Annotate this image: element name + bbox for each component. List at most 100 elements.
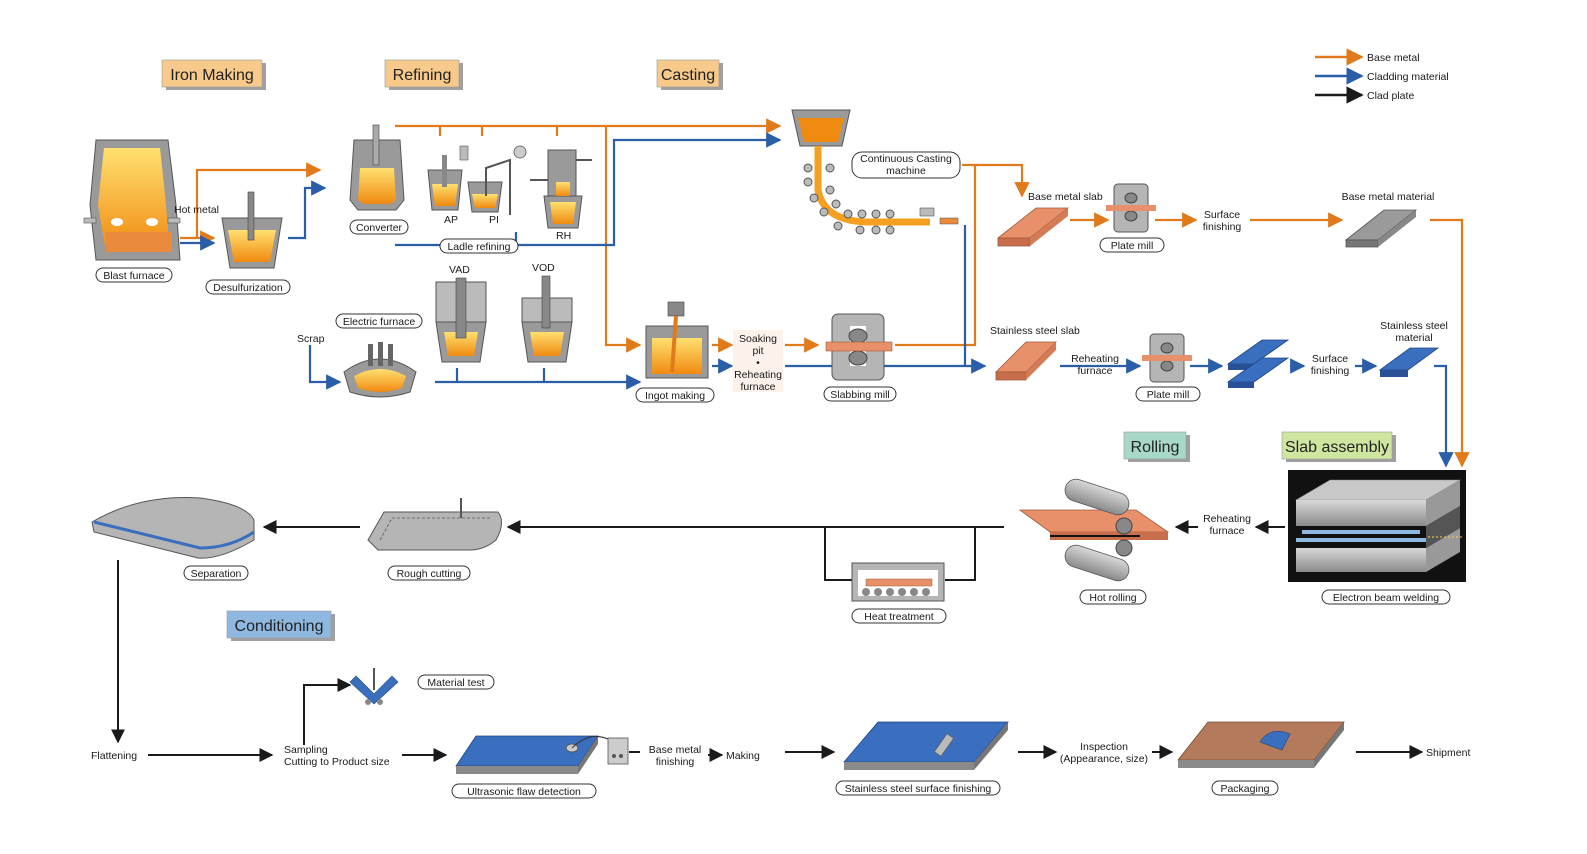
legend-clad-plate: Clad plate: [1367, 90, 1414, 102]
stainless-surface-finishing-icon: [843, 721, 1009, 770]
svg-text:machine: machine: [886, 165, 926, 177]
hot-rolling-label: Hot rolling: [1079, 589, 1147, 605]
svg-text:finishing: finishing: [1311, 365, 1350, 377]
svg-text:material: material: [1395, 332, 1432, 344]
stainless-material-label: Stainless steel material: [1380, 320, 1448, 344]
svg-text:Blast furnace: Blast furnace: [103, 270, 164, 282]
svg-text:Rough cutting: Rough cutting: [397, 568, 462, 580]
svg-text:Cutting to Product size: Cutting to Product size: [284, 756, 390, 768]
section-slab-assembly: Slab assembly: [1281, 431, 1396, 462]
svg-text:finishing: finishing: [1203, 221, 1242, 233]
svg-text:Surface: Surface: [1204, 209, 1240, 221]
svg-text:Reheating: Reheating: [734, 369, 782, 381]
svg-text:furnace: furnace: [1077, 365, 1112, 377]
rough-cutting-label: Rough cutting: [387, 565, 471, 581]
pi-label: PI: [489, 214, 499, 226]
continuous-casting-label: Continuous Casting machine: [851, 151, 961, 179]
converter-label: Converter: [349, 219, 409, 235]
shipment-label: Shipment: [1426, 747, 1470, 759]
svg-text:Continuous Casting: Continuous Casting: [860, 153, 952, 165]
svg-text:Stainless steel: Stainless steel: [1380, 320, 1448, 332]
stainless-material-icon: [1378, 347, 1440, 377]
section-iron-making: Iron Making: [161, 59, 266, 90]
svg-text:Casting: Casting: [661, 67, 715, 84]
plate-mill-top-icon: [1106, 183, 1156, 233]
reheating-furnace-row2-label: Reheating furnace: [1203, 513, 1251, 537]
section-refining: Refining: [384, 59, 463, 90]
stainless-plates-icon: [1226, 339, 1290, 388]
soaking-pit-label: Soaking pit • Reheating furnace: [733, 330, 783, 393]
svg-text:Slabbing mill: Slabbing mill: [830, 389, 890, 401]
svg-text:furnace: furnace: [740, 381, 775, 393]
converter-icon: [349, 124, 405, 211]
svg-text:Soaking: Soaking: [739, 333, 777, 345]
stainless-surface-finishing-label: Stainless steel surface finishing: [835, 780, 1001, 796]
electric-furnace-icon: [343, 342, 417, 398]
svg-text:Ladle refining: Ladle refining: [447, 241, 510, 253]
separation-icon: [91, 497, 255, 559]
ladle-refining-label: Ladle refining: [439, 238, 519, 254]
rough-cutting-icon: [367, 498, 502, 551]
section-casting: Casting: [656, 59, 723, 90]
ap-label: AP: [444, 214, 458, 226]
svg-text:Material test: Material test: [427, 677, 484, 689]
separation-label: Separation: [183, 565, 249, 581]
svg-text:Base metal: Base metal: [649, 744, 702, 756]
making-label: Making: [726, 750, 760, 762]
base-metal-flow: [180, 118, 1470, 468]
svg-text:Iron Making: Iron Making: [170, 67, 254, 84]
svg-text:Plate mill: Plate mill: [1147, 389, 1190, 401]
vad-label: VAD: [449, 264, 470, 276]
svg-text:Reheating: Reheating: [1071, 353, 1119, 365]
base-metal-slab-icon: [996, 207, 1070, 247]
base-metal-finishing-label: Base metal finishing: [649, 744, 702, 768]
inspection-label: Inspection (Appearance, size): [1060, 741, 1148, 765]
surface-finishing-bottom-label: Surface finishing: [1311, 353, 1350, 377]
ultrasonic-icon: [455, 735, 629, 774]
base-metal-material-icon: [1344, 209, 1418, 248]
heat-treatment-label: Heat treatment: [851, 608, 947, 624]
svg-text:pit: pit: [752, 345, 763, 357]
plate-mill-top-label: Plate mill: [1099, 237, 1165, 253]
vod-vessel-icon: [521, 275, 573, 363]
svg-text:Refining: Refining: [393, 67, 452, 84]
svg-text:Stainless steel surface finish: Stainless steel surface finishing: [845, 783, 992, 795]
base-metal-slab-label: Base metal slab: [1028, 191, 1103, 203]
svg-text:Converter: Converter: [356, 222, 403, 234]
svg-text:Plate mill: Plate mill: [1111, 240, 1154, 252]
svg-text:Surface: Surface: [1312, 353, 1348, 365]
base-metal-material-label: Base metal material: [1342, 191, 1435, 203]
svg-text:Ultrasonic flaw detection: Ultrasonic flaw detection: [467, 786, 581, 798]
desulfurization-icon: [221, 191, 283, 269]
legend-cladding-material: Cladding material: [1367, 71, 1449, 83]
svg-text:finishing: finishing: [656, 756, 695, 768]
ingot-making-icon: [645, 301, 709, 379]
ap-ladle-icon: [427, 145, 469, 211]
electron-beam-welding-label: Electron beam welding: [1321, 589, 1451, 605]
section-conditioning: Conditioning: [226, 610, 335, 641]
hot-rolling-icon: [1018, 478, 1170, 582]
electric-furnace-label: Electric furnace: [335, 313, 423, 329]
vod-label: VOD: [532, 262, 555, 274]
continuous-casting-icon: [791, 109, 959, 235]
hot-metal-label: Hot metal: [174, 204, 219, 216]
heat-treatment-icon: [851, 562, 945, 602]
legend-base-metal: Base metal: [1367, 52, 1420, 64]
stainless-steel-slab-label: Stainless steel slab: [990, 325, 1080, 337]
ingot-making-label: Ingot making: [635, 387, 715, 403]
packaging-label: Packaging: [1211, 780, 1279, 796]
svg-text:Ingot making: Ingot making: [645, 390, 705, 402]
section-rolling: Rolling: [1123, 431, 1190, 462]
svg-text:Rolling: Rolling: [1131, 439, 1180, 456]
slabbing-mill-label: Slabbing mill: [823, 386, 897, 402]
plate-mill-bottom-label: Plate mill: [1135, 386, 1201, 402]
svg-text:Conditioning: Conditioning: [235, 618, 324, 635]
svg-text:Heat treatment: Heat treatment: [864, 611, 934, 623]
material-test-icon: [349, 668, 399, 705]
scrap-label: Scrap: [297, 333, 325, 345]
legend: Base metal Cladding material Clad plate: [1315, 48, 1449, 104]
clad-plate-flow: [111, 520, 1424, 762]
surface-finishing-top-label: Surface finishing: [1203, 209, 1242, 233]
svg-text:(Appearance, size): (Appearance, size): [1060, 753, 1148, 765]
